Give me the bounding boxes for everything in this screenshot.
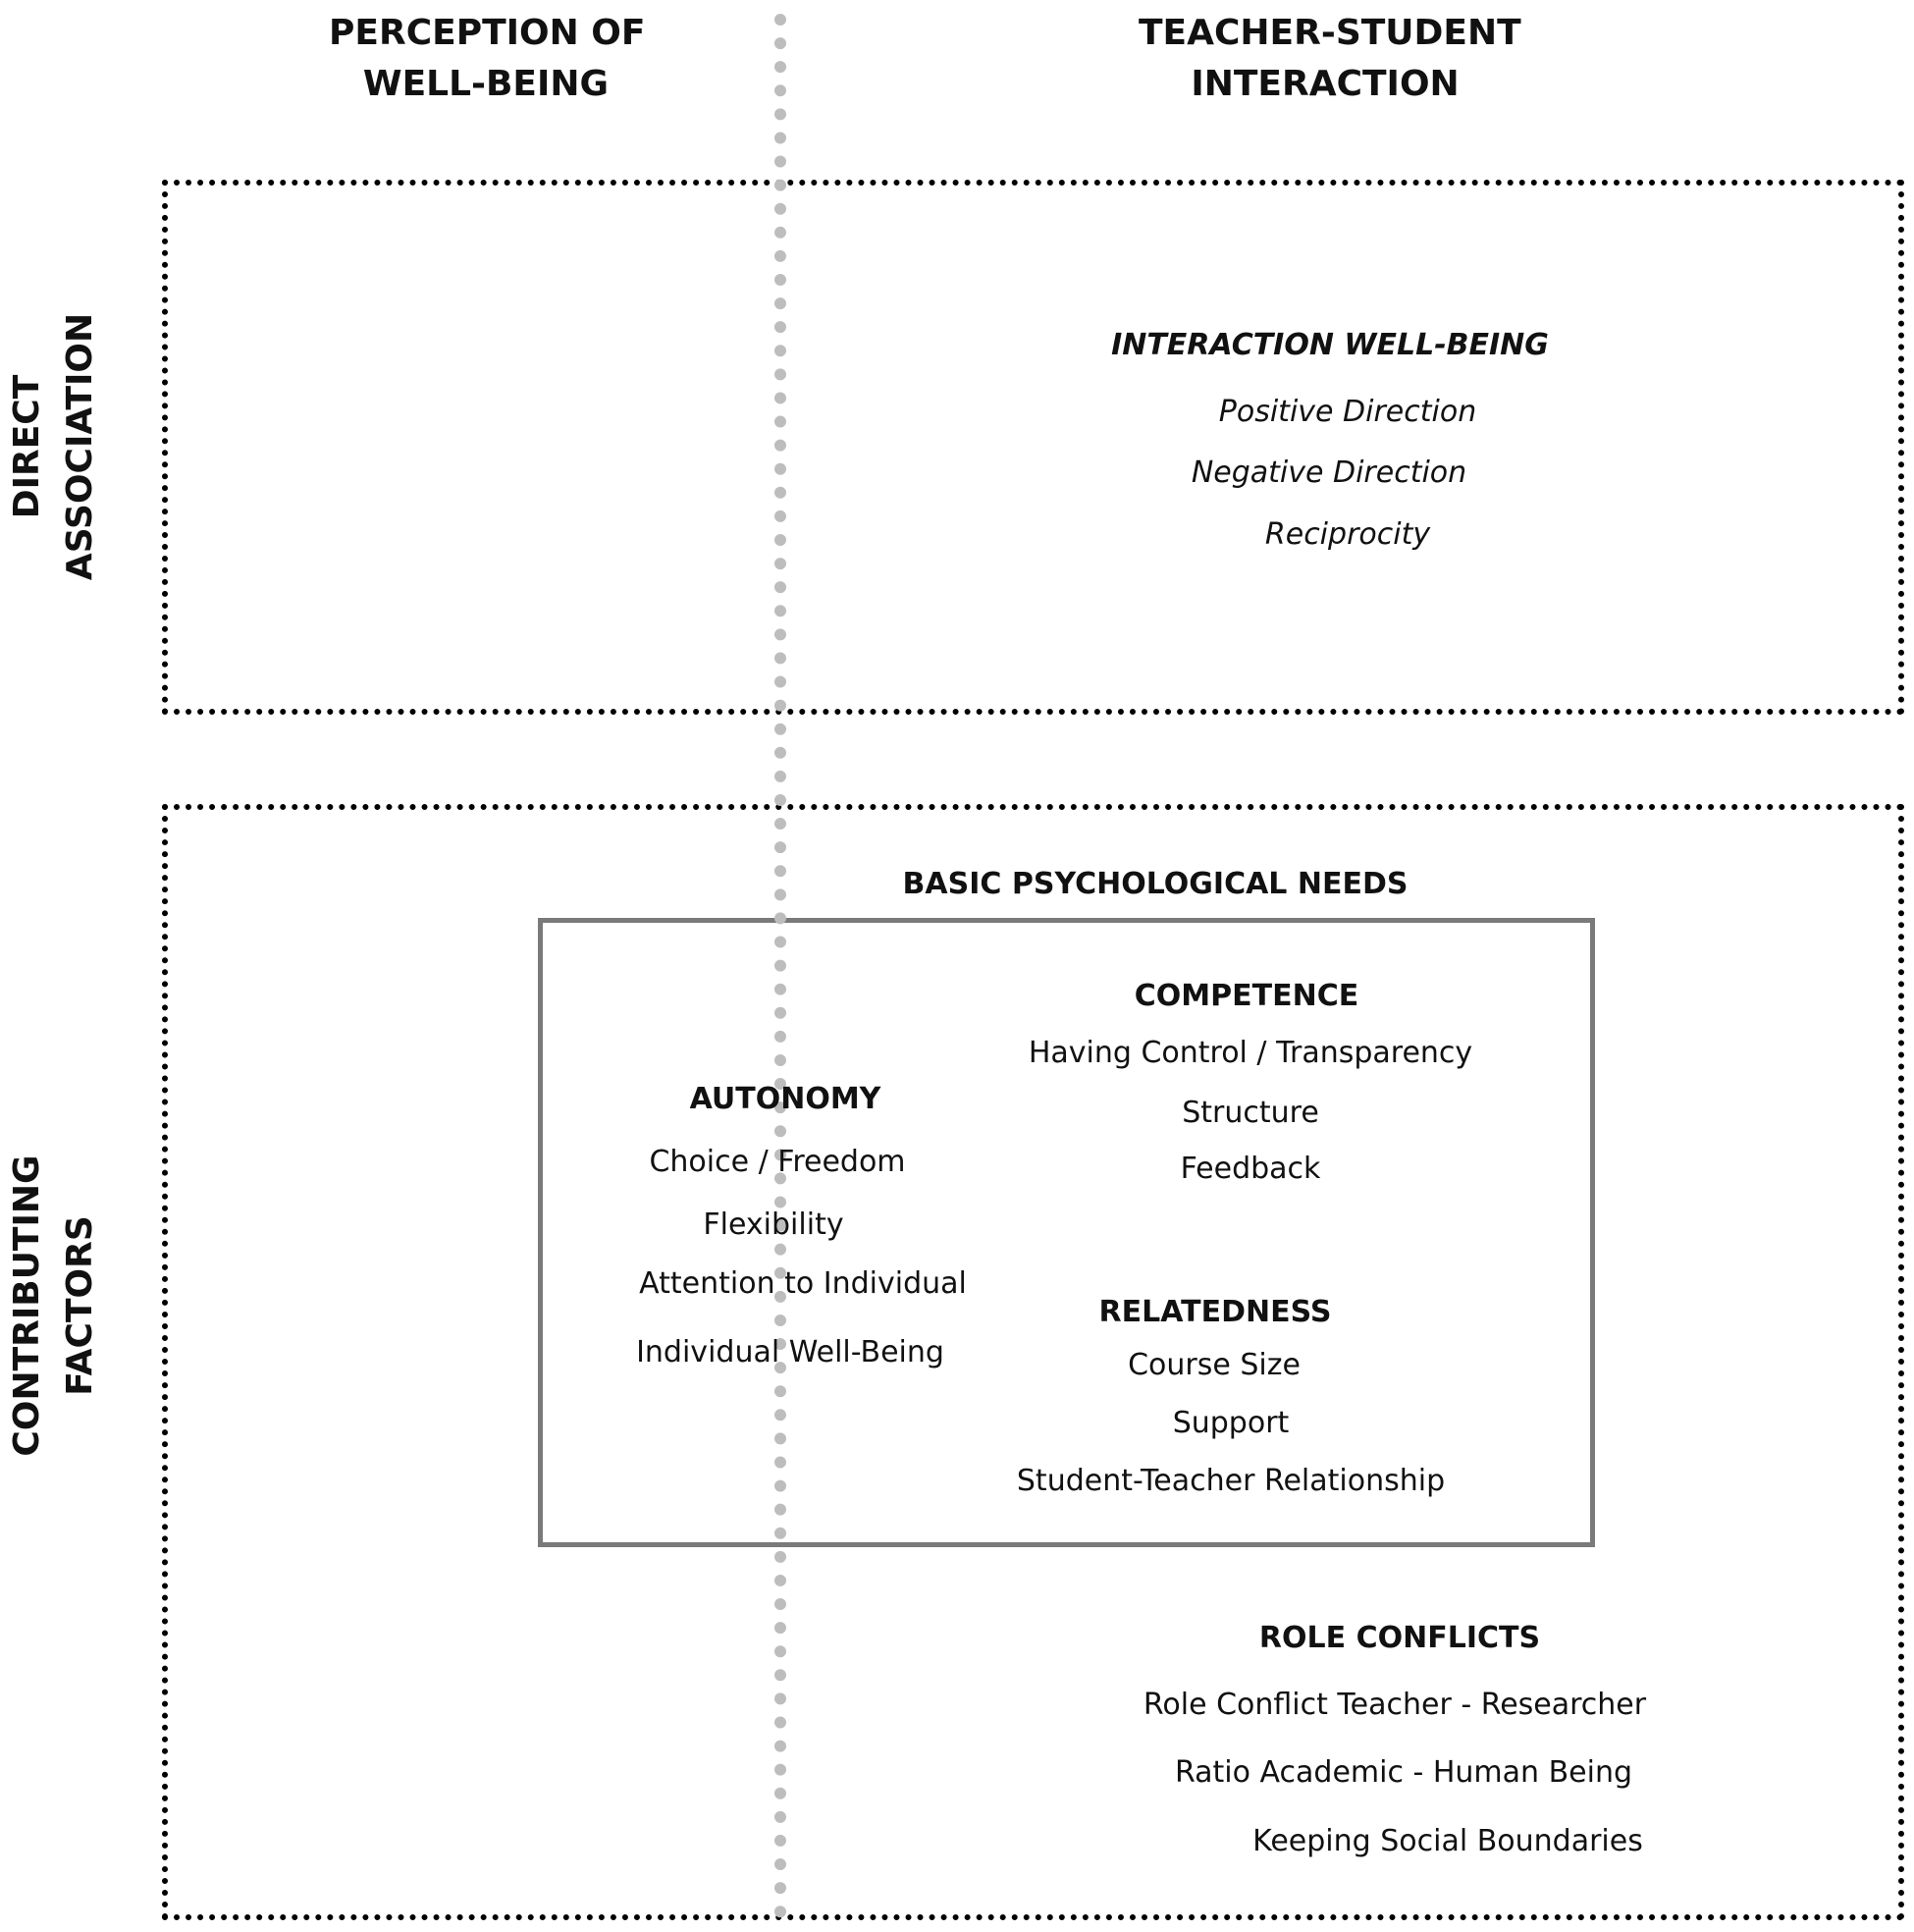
row-header-direct: DIRECT ASSOCIATION: [1, 313, 107, 580]
column-header-perception-line1: PERCEPTION OF: [329, 13, 646, 53]
basic-psychological-needs-title: BASIC PSYCHOLOGICAL NEEDS: [902, 867, 1409, 901]
autonomy-title: AUTONOMY: [689, 1082, 881, 1116]
contributing-box-right-border: [1898, 804, 1904, 1920]
interaction-wellbeing-title: INTERACTION WELL-BEING: [1111, 328, 1549, 362]
direct-box-right-border: [1898, 180, 1904, 715]
competence-item: Feedback: [1180, 1152, 1321, 1186]
contributing-box-top-border: [162, 804, 1904, 810]
interaction-wellbeing-item: Reciprocity: [1264, 517, 1431, 552]
relatedness-item: Support: [1172, 1406, 1290, 1440]
interaction-wellbeing-item: Positive Direction: [1218, 395, 1477, 429]
direct-box-bottom-border: [162, 709, 1904, 715]
competence-item: Structure: [1182, 1096, 1319, 1130]
row-header-contributing-line2: FACTORS: [60, 1215, 100, 1396]
role-conflicts-item: Keeping Social Boundaries: [1252, 1824, 1643, 1858]
relatedness-title: RELATEDNESS: [1098, 1295, 1332, 1329]
competence-title: COMPETENCE: [1134, 979, 1359, 1013]
column-header-interaction-line2: INTERACTION: [1191, 64, 1460, 104]
column-header-interaction-line1: TEACHER-STUDENT: [1139, 13, 1521, 53]
column-header-perception-line2: WELL-BEING: [362, 64, 610, 104]
column-divider: [774, 14, 786, 1918]
direct-box-top-border: [162, 180, 1904, 186]
basic-psychological-needs-box: [538, 918, 1595, 1547]
relatedness-item: Student-Teacher Relationship: [1016, 1464, 1446, 1498]
row-header-direct-line2: ASSOCIATION: [60, 312, 100, 581]
relatedness-item: Course Size: [1128, 1348, 1301, 1382]
direct-box-left-border: [162, 180, 168, 715]
column-header-perception: PERCEPTION OF WELL-BEING: [329, 8, 646, 110]
role-conflicts-item: Ratio Academic - Human Being: [1174, 1755, 1633, 1790]
row-header-direct-line1: DIRECT: [7, 374, 47, 519]
role-conflicts-title: ROLE CONFLICTS: [1258, 1621, 1541, 1655]
contributing-box-bottom-border: [162, 1914, 1904, 1920]
autonomy-item: Attention to Individual: [639, 1266, 967, 1301]
interaction-wellbeing-item: Negative Direction: [1191, 456, 1467, 490]
role-conflicts-item: Role Conflict Teacher - Researcher: [1143, 1688, 1647, 1722]
row-header-contributing-line1: CONTRIBUTING: [7, 1154, 47, 1457]
row-header-contributing: CONTRIBUTING FACTORS: [1, 1154, 107, 1456]
contributing-box-left-border: [162, 804, 168, 1920]
autonomy-item: Individual Well-Being: [636, 1335, 944, 1369]
competence-item: Having Control / Transparency: [1028, 1036, 1473, 1070]
column-header-interaction: TEACHER-STUDENT INTERACTION: [1139, 8, 1521, 110]
autonomy-item: Choice / Freedom: [649, 1145, 906, 1179]
autonomy-item: Flexibility: [703, 1208, 844, 1242]
